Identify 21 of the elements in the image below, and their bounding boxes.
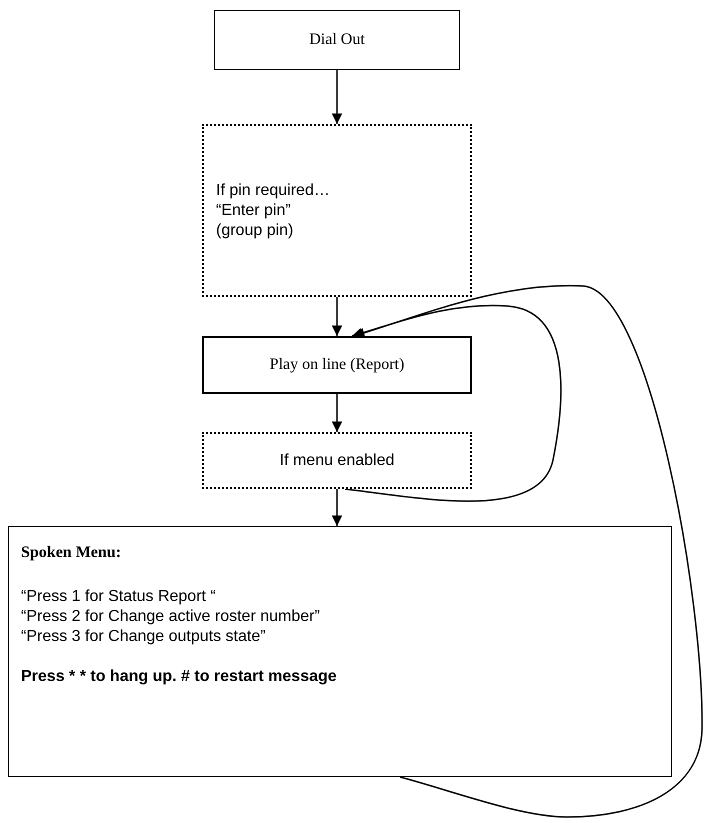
node-text: “Press 3 for Change outputs state” (21, 627, 266, 647)
menu-box (8, 526, 672, 777)
node-text: “Enter pin” (216, 200, 291, 220)
node-text: (group pin) (216, 220, 294, 240)
menu-heading: Spoken Menu: (21, 543, 122, 563)
arrow (332, 297, 342, 336)
arrow (332, 394, 342, 432)
node-text: Play on line (Report) (270, 355, 404, 375)
condition-box (202, 124, 472, 297)
node-text: If menu enabled (280, 450, 394, 470)
process-box (214, 10, 460, 70)
node-text: Dial Out (309, 30, 365, 50)
node-text: “Press 2 for Change active roster number” (21, 607, 320, 627)
arrow (344, 304, 562, 502)
node-text: If pin required… (216, 180, 330, 200)
arrow (332, 70, 342, 124)
node-text: “Press 1 for Status Report “ (21, 587, 216, 607)
condition-box (202, 432, 472, 489)
process-box (202, 336, 472, 394)
node-text: Press * * to hang up. # to restart message (21, 667, 337, 687)
arrow (332, 489, 342, 526)
